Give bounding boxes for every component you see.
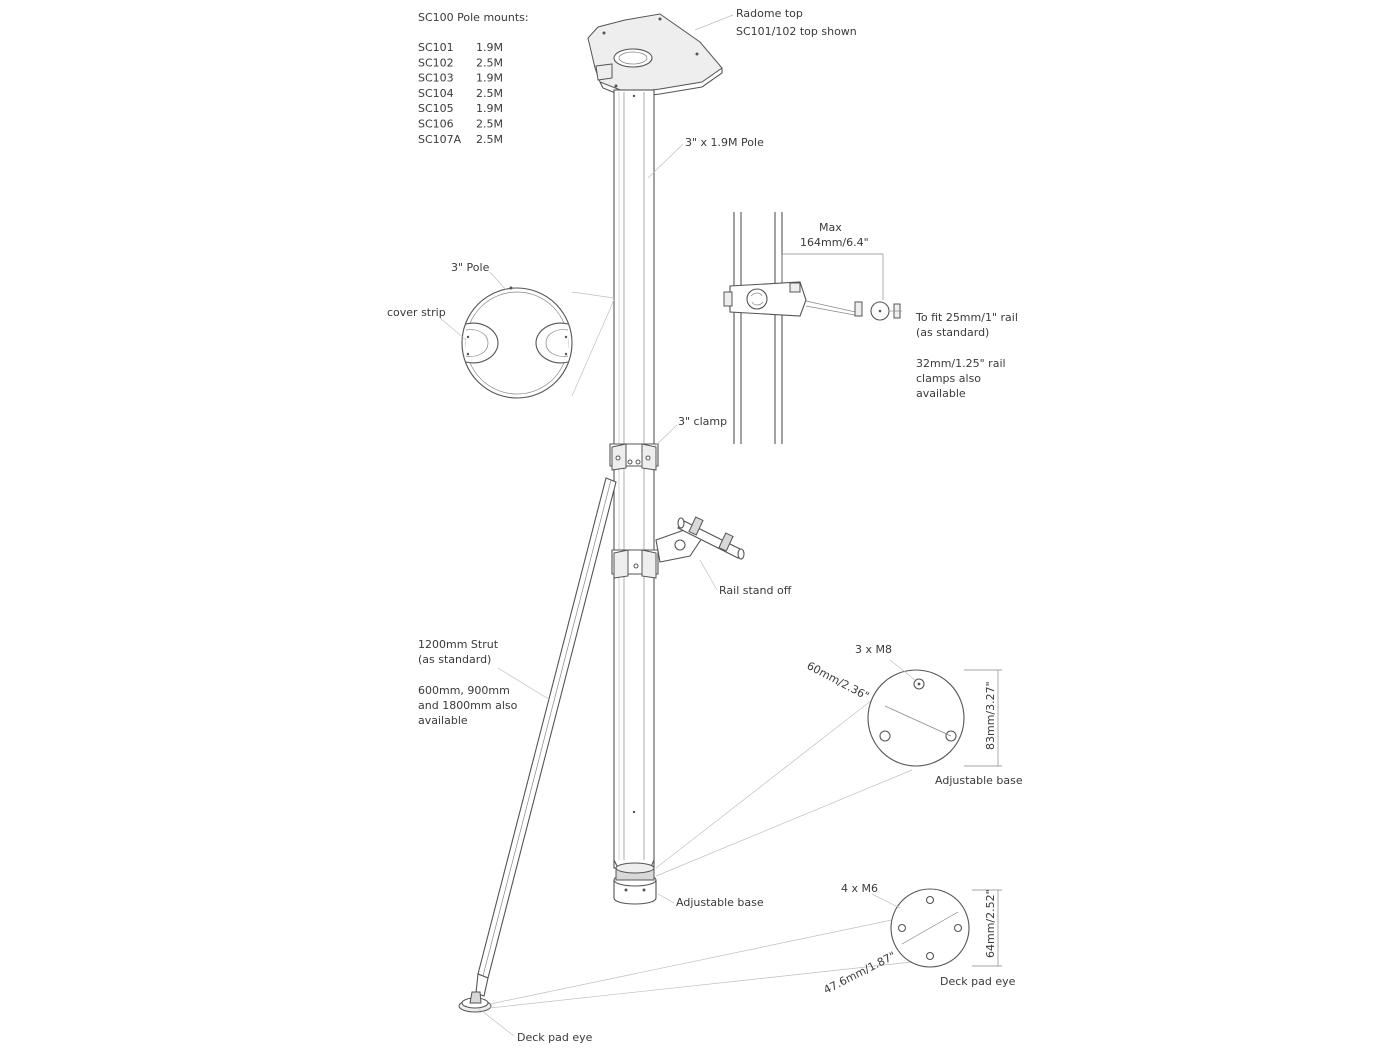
mount-row: SC104 2.5M (418, 87, 503, 100)
clamp-label: 3" clamp (678, 415, 727, 428)
mount-length: 2.5M (476, 118, 503, 131)
strut (475, 477, 617, 997)
mount-code: SC101 (418, 41, 454, 54)
radome-top-plate (587, 13, 723, 99)
deck-pad-eye-detail-label: Deck pad eye (940, 975, 1016, 988)
mount-row: SC107A 2.5M (418, 133, 503, 146)
mount-length: 1.9M (476, 72, 503, 85)
adjustable-base-main-label: Adjustable base (676, 896, 764, 909)
mount-code: SC102 (418, 56, 454, 69)
pole-section-label: 3" Pole (451, 261, 490, 274)
pad-pcd-label: 47.6mm/1.87" (821, 949, 897, 997)
max-label: Max (819, 221, 842, 234)
mount-row: SC102 2.5M (418, 56, 503, 69)
rail-alt-label-2: clamps also (916, 372, 981, 385)
max-dim-label: 164mm/6.4" (800, 236, 869, 249)
rail-standoff-label: Rail stand off (719, 584, 792, 597)
mount-length: 2.5M (476, 87, 503, 100)
rail-alt-label-1: 32mm/1.25" rail (916, 357, 1006, 370)
mount-length: 2.5M (476, 133, 503, 146)
rail-standoff (611, 516, 745, 579)
mount-code: SC104 (418, 87, 454, 100)
deck-pad-eye-detail (871, 888, 1002, 968)
strut-alt-label-3: available (418, 714, 468, 727)
radome-top-label: Radome top (736, 7, 803, 20)
pole-label: 3" x 1.9M Pole (685, 136, 764, 149)
mount-code: SC106 (418, 118, 454, 131)
radome-shown-label: SC101/102 top shown (736, 25, 857, 38)
adjustable-base-detail-label: Adjustable base (935, 774, 1023, 787)
mount-row: SC105 1.9M (418, 102, 503, 115)
pole-section (461, 286, 573, 399)
mount-code: SC105 (418, 102, 454, 115)
mount-length: 1.9M (476, 102, 503, 115)
rail-alt-label-3: available (916, 387, 966, 400)
mount-code: SC107A (418, 133, 462, 146)
rail-fit-label-1: To fit 25mm/1" rail (915, 311, 1018, 324)
pole-clamp (609, 443, 659, 471)
base-pcd-label: 60mm/2.36" (805, 659, 872, 703)
adjustable-base-main (613, 862, 657, 905)
rail-fit-label-2: (as standard) (916, 326, 989, 339)
adjustable-base-detail (867, 659, 1002, 767)
rail-detail (723, 212, 902, 444)
base-bolts-label: 3 x M8 (855, 643, 892, 656)
mount-length: 1.9M (476, 41, 503, 54)
base-dia-label: 83mm/3.27" (984, 681, 997, 750)
mount-length: 2.5M (476, 56, 503, 69)
pad-dia-label: 64mm/2.52" (984, 889, 997, 958)
mount-row: SC103 1.9M (418, 72, 503, 85)
deck-pad-eye-main (458, 991, 492, 1013)
mount-row: SC101 1.9M (418, 41, 503, 54)
strut-label-1: 1200mm Strut (418, 638, 499, 651)
pad-bolts-label: 4 x M6 (841, 882, 878, 895)
cover-strip-label: cover strip (387, 306, 446, 319)
strut-alt-label-1: 600mm, 900mm (418, 684, 510, 697)
mounts-heading: SC100 Pole mounts: (418, 11, 529, 24)
mount-row: SC106 2.5M (418, 118, 503, 131)
main-pole (613, 89, 655, 875)
strut-label-2: (as standard) (418, 653, 491, 666)
deck-pad-eye-main-label: Deck pad eye (517, 1031, 593, 1044)
mount-code: SC103 (418, 72, 454, 85)
strut-alt-label-2: and 1800mm also (418, 699, 518, 712)
